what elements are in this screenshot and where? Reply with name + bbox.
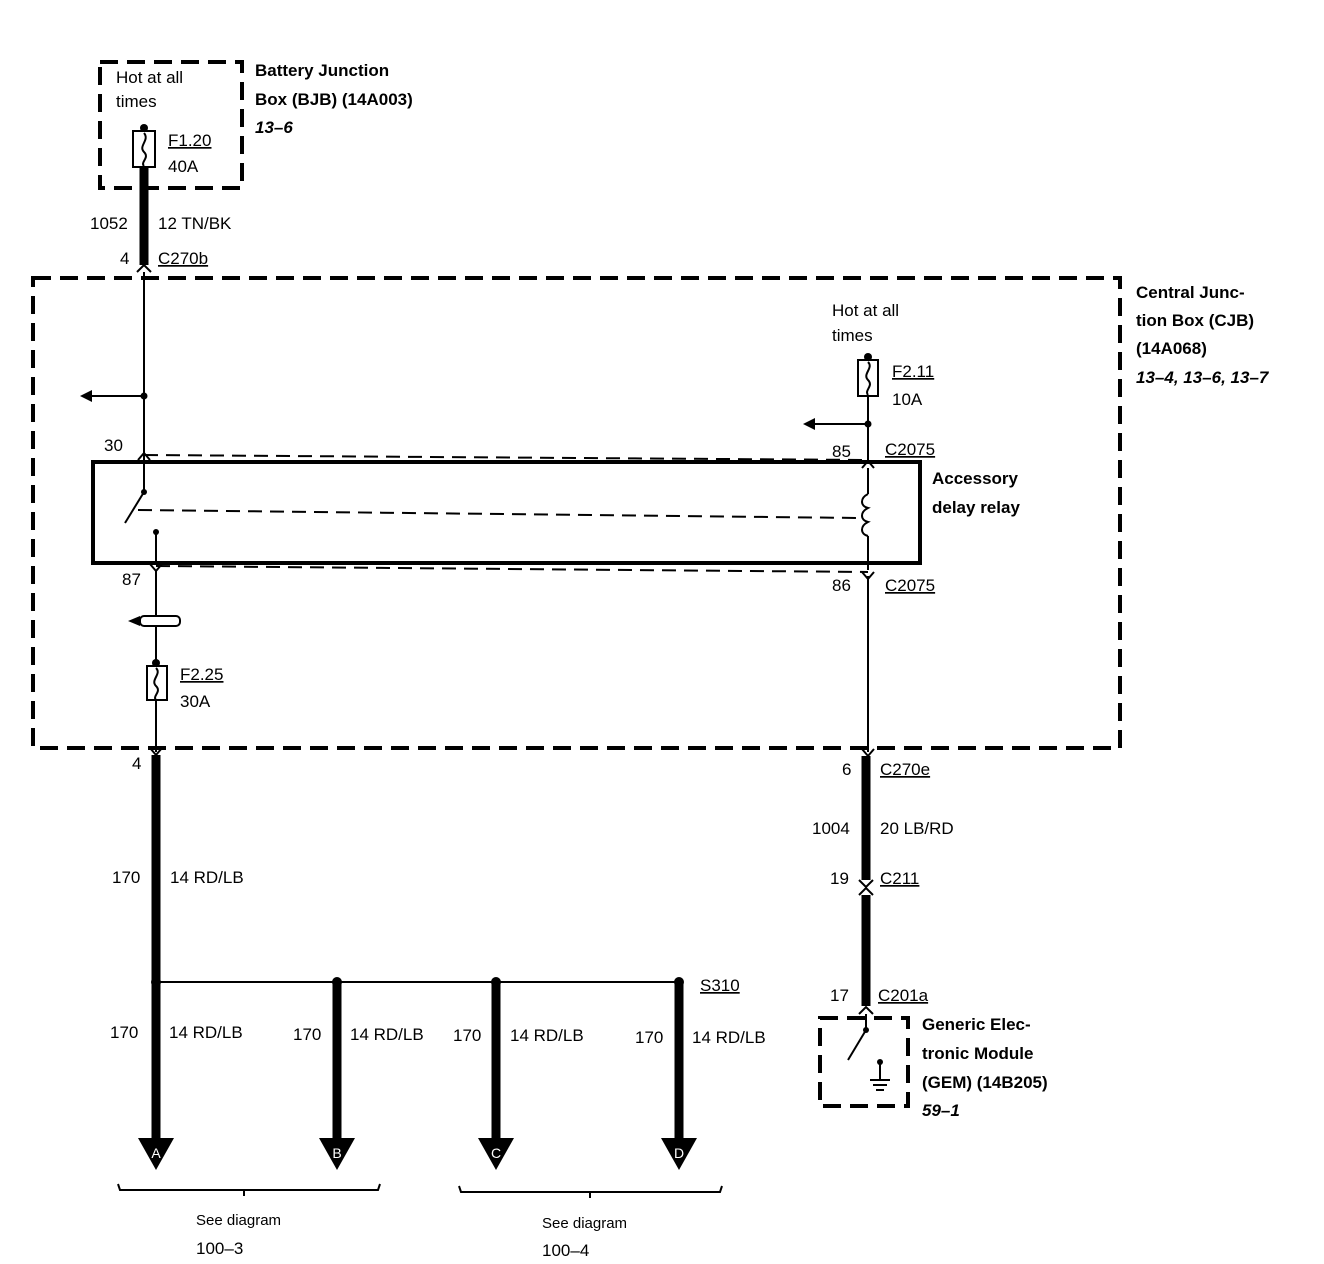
- gem-name-3: (GEM) (14B205): [922, 1073, 1048, 1092]
- bjb-name-2: Box (BJB) (14A003): [255, 90, 413, 109]
- connector-b-icon: [319, 1138, 355, 1170]
- c201a-connector: C201a: [878, 986, 929, 1005]
- see-diagram-right-page: 100–4: [542, 1241, 589, 1260]
- wire-170-spec: 14 RD/LB: [170, 868, 244, 887]
- cjb-name-3: (14A068): [1136, 339, 1207, 358]
- brace-left: [117, 1183, 381, 1191]
- connector-c-icon: [478, 1138, 514, 1170]
- branch-a-spec: 14 RD/LB: [169, 1023, 243, 1042]
- splice-s310: S310: [700, 976, 740, 995]
- branch-a-circuit: 170: [110, 1023, 138, 1042]
- fuse-f225-rating: 30A: [180, 692, 211, 711]
- fuse-f211-icon: [857, 353, 879, 397]
- branch-c: [478, 977, 514, 1170]
- gem-box: [818, 1016, 910, 1108]
- branch-b-spec: 14 RD/LB: [350, 1025, 424, 1044]
- branch-d-circuit: 170: [635, 1028, 663, 1047]
- relay-switch-icon: [124, 489, 159, 564]
- branch-c-spec: 14 RD/LB: [510, 1026, 584, 1045]
- plug-connector-icon: [128, 615, 181, 627]
- relay-coil-icon: [861, 468, 871, 570]
- c270b-connector-icon: [136, 263, 152, 273]
- pin-87-connector-icon: [149, 563, 163, 573]
- wire-1052-spec: 12 TN/BK: [158, 214, 232, 233]
- branch-b: [319, 977, 355, 1170]
- gem-name-2: tronic Module: [922, 1044, 1033, 1063]
- fuse-f225-id: F2.25: [180, 665, 223, 684]
- gem-name-1: Generic Elec-: [922, 1015, 1031, 1034]
- cjb-name-1: Central Junc-: [1136, 283, 1245, 302]
- relay-pin-87: 87: [122, 570, 141, 589]
- c270-left-pin: 4: [132, 754, 141, 773]
- c201a-connector-icon: [858, 1005, 874, 1015]
- cjb-hot-label-2: times: [832, 326, 873, 345]
- fuse-f120-icon: [132, 124, 156, 168]
- relay-box: [91, 460, 922, 565]
- bjb-ref: 13–6: [255, 118, 293, 137]
- fuse-f211-rating: 10A: [892, 390, 923, 409]
- cjb-hot-label-1: Hot at all: [832, 301, 899, 320]
- pin-85-connector-icon: [861, 459, 875, 469]
- connector-b-letter: B: [332, 1145, 341, 1161]
- bjb-hot-label-1: Hot at all: [116, 68, 183, 87]
- arrow-left-icon-right: [803, 418, 815, 430]
- connector-c-letter: C: [491, 1145, 501, 1161]
- wire-1004-spec: 20 LB/RD: [880, 819, 954, 838]
- see-diagram-left: See diagram: [196, 1212, 281, 1229]
- brace-right: [458, 1185, 723, 1193]
- fuse-f120-id: F1.20: [168, 131, 211, 150]
- c270e-connector: C270e: [880, 760, 930, 779]
- c270b-connector: C270b: [158, 249, 208, 268]
- c201a-pin: 17: [830, 986, 849, 1005]
- pin-30-connector-icon: [137, 451, 151, 461]
- bjb-hot-label-2: times: [116, 92, 157, 111]
- wire-170-circuit: 170: [112, 868, 140, 887]
- relay-name-1: Accessory: [932, 469, 1019, 488]
- relay-name-2: delay relay: [932, 498, 1020, 517]
- relay-mechanical-link: [137, 509, 861, 519]
- branch-a: [138, 977, 174, 1170]
- gem-ref: 59–1: [922, 1101, 960, 1120]
- arrow-left-icon: [80, 390, 92, 402]
- see-diagram-right: See diagram: [542, 1215, 627, 1232]
- c270b-pin: 4: [120, 249, 129, 268]
- branch-d: [661, 977, 697, 1170]
- branch-b-circuit: 170: [293, 1025, 321, 1044]
- branch-d-spec: 14 RD/LB: [692, 1028, 766, 1047]
- wire-1052-circuit: 1052: [90, 214, 128, 233]
- bjb-name-1: Battery Junction: [255, 61, 389, 80]
- c211-connector-icon: [858, 879, 874, 896]
- fuse-f120-rating: 40A: [168, 157, 199, 176]
- bjb-box: [98, 60, 244, 190]
- relay-top-dash: [143, 454, 869, 461]
- relay-conn-86: C2075: [885, 576, 935, 595]
- c270e-pin: 6: [842, 760, 851, 779]
- see-diagram-left-page: 100–3: [196, 1239, 243, 1258]
- connector-a-icon: [138, 1138, 174, 1170]
- relay-conn-85: C2075: [885, 440, 935, 459]
- fuse-f225-icon: [146, 659, 168, 701]
- c211-pin: 19: [830, 869, 849, 888]
- ground-icon: [870, 1062, 890, 1091]
- relay-pin-30: 30: [104, 436, 123, 455]
- gem-switch-icon: [847, 1014, 883, 1065]
- c211-connector: C211: [880, 869, 919, 888]
- wire-1004-circuit: 1004: [812, 819, 850, 838]
- cjb-name-2: tion Box (CJB): [1136, 311, 1254, 330]
- connector-d-icon: [661, 1138, 697, 1170]
- relay-pin-85: 85: [832, 442, 851, 461]
- cjb-box: [31, 276, 1122, 750]
- cjb-ref: 13–4, 13–6, 13–7: [1136, 368, 1270, 387]
- relay-bottom-dash: [155, 565, 869, 573]
- fuse-f211-id: F2.11: [892, 362, 934, 381]
- relay-pin-86: 86: [832, 576, 851, 595]
- connector-d-letter: D: [674, 1145, 684, 1161]
- branch-c-circuit: 170: [453, 1026, 481, 1045]
- connector-a-letter: A: [151, 1145, 161, 1161]
